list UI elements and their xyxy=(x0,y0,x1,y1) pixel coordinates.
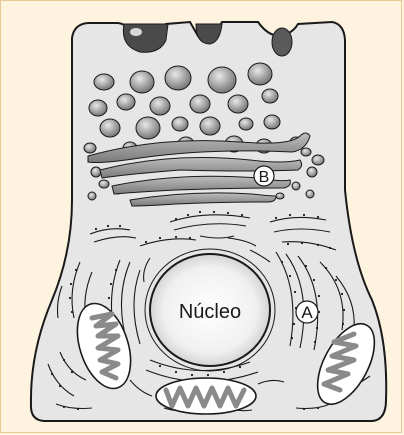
label-b: B xyxy=(259,169,270,186)
label-a: A xyxy=(301,303,313,322)
label-b-group: B xyxy=(254,166,274,186)
nucleus-label: Núcleo xyxy=(179,301,241,323)
mitochondrion-bottom xyxy=(156,378,256,414)
label-a-group: A xyxy=(296,301,318,323)
